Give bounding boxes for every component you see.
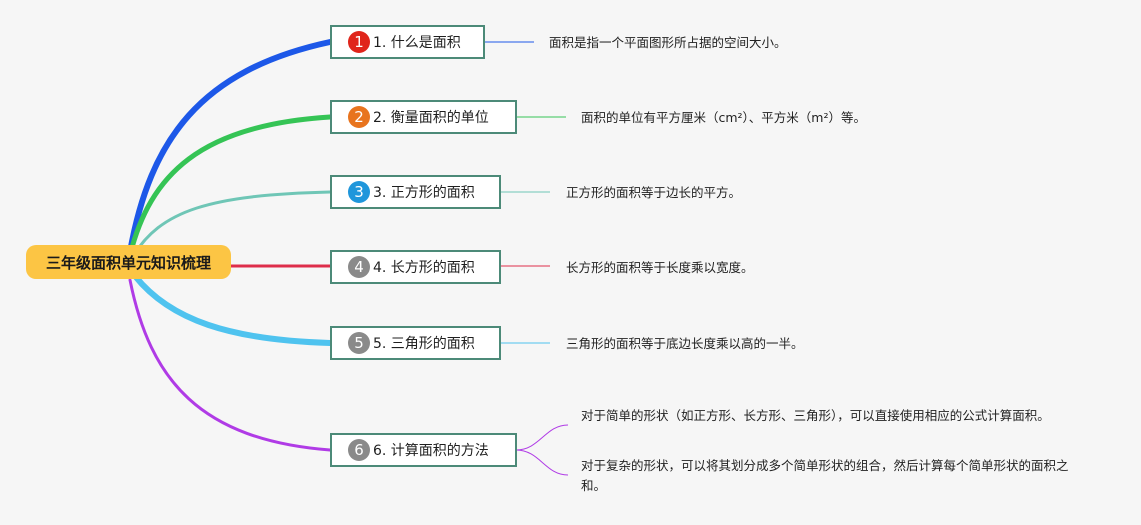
topic-5[interactable]: 5 5. 三角形的面积 [330,326,501,360]
topic-2-label: 2. 衡量面积的单位 [373,110,489,126]
branch-line-2 [127,114,333,258]
note-2: 面积的单位有平方厘米（cm²）、平方米（m²）等。 [581,104,866,131]
root-topic-label: 三年级面积单元知识梳理 [45,253,211,272]
topic-2[interactable]: 2 2. 衡量面积的单位 [330,100,517,134]
topic-4[interactable]: 4 4. 长方形的面积 [330,250,501,284]
topic-6[interactable]: 6 6. 计算面积的方法 [330,433,517,467]
note-6a: 对于简单的形状（如正方形、长方形、三角形），可以直接使用相应的公式计算面积。 [581,406,1081,426]
topic-1[interactable]: 1 1. 什么是面积 [330,25,485,59]
note-1-text: 面积是指一个平面图形所占据的空间大小。 [549,35,787,50]
branch-line-3 [130,190,332,260]
note-connector-6b [515,449,569,476]
note-6a-text: 对于简单的形状（如正方形、长方形、三角形），可以直接使用相应的公式计算面积。 [581,408,1050,423]
root-topic[interactable]: 三年级面积单元知识梳理 [26,245,231,279]
number-badge-3: 3 [348,181,370,203]
topic-1-label: 1. 什么是面积 [373,35,461,51]
number-badge-4: 4 [348,256,370,278]
topic-6-label: 6. 计算面积的方法 [373,443,489,459]
note-5-text: 三角形的面积等于底边长度乘以高的一半。 [566,336,804,351]
note-2-text: 面积的单位有平方厘米（cm²）、平方米（m²）等。 [581,110,866,125]
note-3: 正方形的面积等于边长的平方。 [566,179,741,206]
note-6b-text: 对于复杂的形状，可以将其划分成多个简单形状的组合，然后计算每个简单形状的面积之和… [581,458,1069,493]
note-5: 三角形的面积等于底边长度乘以高的一半。 [566,330,804,357]
note-4-text: 长方形的面积等于长度乘以宽度。 [566,260,754,275]
note-1: 面积是指一个平面图形所占据的空间大小。 [549,29,787,56]
topic-3[interactable]: 3 3. 正方形的面积 [330,175,501,209]
number-badge-5: 5 [348,332,370,354]
note-6b: 对于复杂的形状，可以将其划分成多个简单形状的组合，然后计算每个简单形状的面积之和… [581,456,1081,496]
branch-line-1 [127,39,333,255]
number-badge-1: 1 [348,31,370,53]
branch-line-6 [128,278,332,452]
topic-5-label: 5. 三角形的面积 [373,336,475,352]
number-badge-2: 2 [348,106,370,128]
number-badge-6: 6 [348,439,370,461]
note-4: 长方形的面积等于长度乘以宽度。 [566,254,754,281]
topic-4-label: 4. 长方形的面积 [373,260,475,276]
branch-line-5 [132,273,333,346]
note-connector-6a [515,424,569,451]
topic-3-label: 3. 正方形的面积 [373,185,475,201]
note-3-text: 正方形的面积等于边长的平方。 [566,185,742,200]
